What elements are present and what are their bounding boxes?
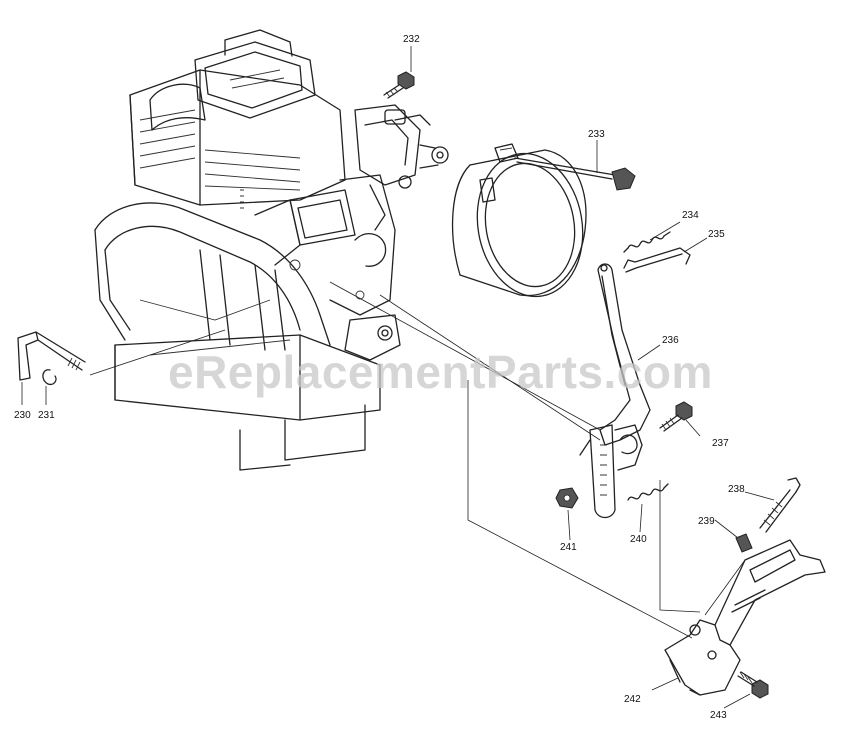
leader-lines [21, 46, 775, 709]
spring-240 [627, 483, 669, 501]
label-232[interactable]: 232 [403, 34, 420, 45]
label-233[interactable]: 233 [588, 129, 605, 140]
rod-233 [514, 157, 636, 191]
bolt-232 [383, 71, 415, 99]
shaft-230 [17, 331, 86, 381]
rod-235 [623, 247, 691, 273]
part-labels: 232 233 234 235 236 237 238 239 240 241 … [14, 34, 745, 721]
lever-236 [579, 263, 651, 519]
label-241[interactable]: 241 [560, 542, 577, 553]
label-239[interactable]: 239 [698, 516, 715, 527]
label-234[interactable]: 234 [682, 210, 699, 221]
label-236[interactable]: 236 [662, 335, 679, 346]
label-231[interactable]: 231 [38, 410, 55, 421]
label-240[interactable]: 240 [630, 534, 647, 545]
label-235[interactable]: 235 [708, 229, 725, 240]
nut-241 [555, 487, 579, 509]
label-242[interactable]: 242 [624, 694, 641, 705]
assembly-guide-lines [89, 281, 746, 639]
label-237[interactable]: 237 [712, 438, 729, 449]
label-238[interactable]: 238 [728, 484, 745, 495]
bolt-243 [737, 671, 769, 699]
label-243[interactable]: 243 [710, 710, 727, 721]
bracket-242 [664, 539, 826, 696]
spring-234 [623, 231, 671, 253]
engine-assembly [94, 29, 449, 471]
sleeve-239 [735, 533, 753, 553]
bolt-237 [659, 401, 693, 432]
watermark-text: eReplacementParts.com [168, 346, 713, 398]
bolt-238 [759, 477, 801, 533]
label-230[interactable]: 230 [14, 410, 31, 421]
clip-231 [42, 369, 57, 386]
